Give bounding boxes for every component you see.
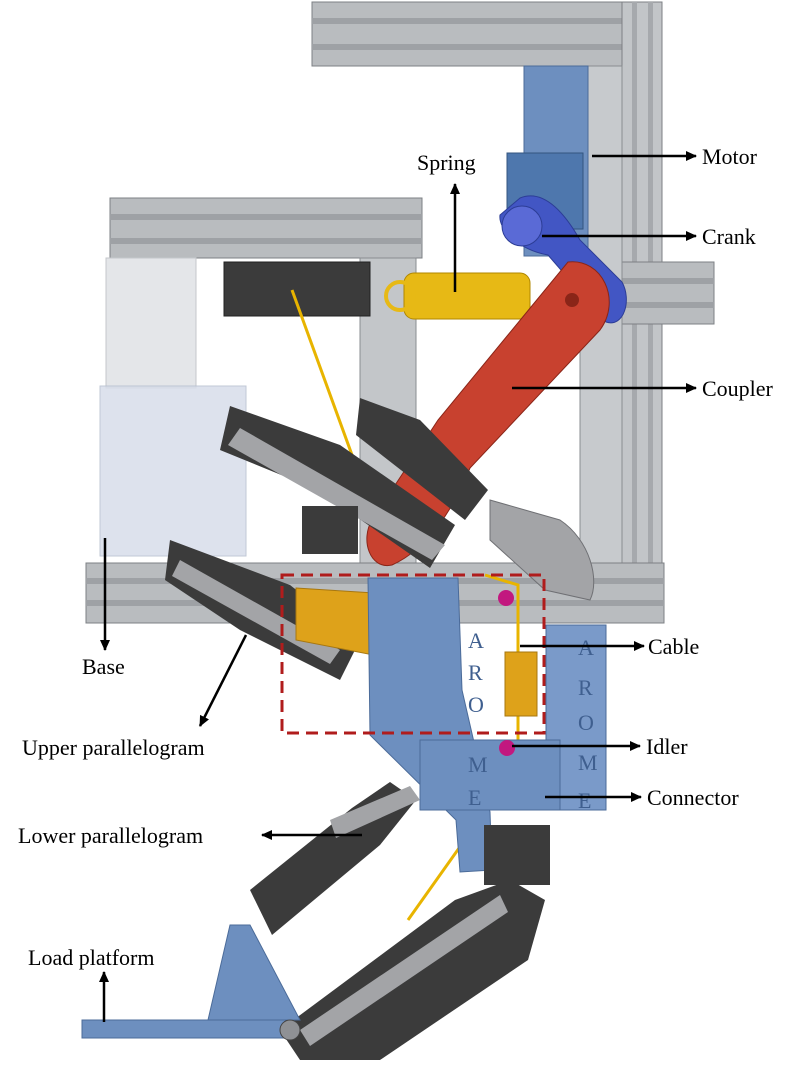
- platform-joint: [279, 1019, 301, 1041]
- lower-parallelogram: [250, 782, 550, 1060]
- label-load-platform: Load platform: [28, 945, 154, 970]
- label-crank: Crank: [702, 224, 756, 249]
- plate-letter-a: A: [468, 628, 484, 653]
- rear-letter-a: A: [578, 635, 594, 660]
- upper-left-rail: [109, 197, 423, 259]
- label-motor: Motor: [702, 144, 758, 169]
- idler-upper: [498, 590, 514, 606]
- label-coupler: Coupler: [702, 376, 774, 401]
- rear-letter-e: E: [578, 788, 591, 813]
- gear: [504, 651, 538, 717]
- load-platform-bracket: [207, 924, 301, 1021]
- connector-bracket: [419, 739, 561, 811]
- upper-parallelogram: [165, 398, 488, 680]
- left-ghost-post: [105, 257, 197, 389]
- label-spring: Spring: [417, 150, 476, 175]
- label-base: Base: [82, 654, 125, 679]
- label-cable: Cable: [648, 634, 699, 659]
- plate-letter-o: O: [468, 692, 484, 717]
- gear-region-highlight: [280, 573, 546, 735]
- rear-letter-r: R: [578, 675, 593, 700]
- plate-letter-e: E: [468, 785, 481, 810]
- idler-lower: [499, 740, 515, 756]
- label-upper-parallelogram: Upper parallelogram: [22, 735, 205, 760]
- crank-hub: [501, 205, 543, 247]
- plate-letter-m: M: [468, 752, 488, 777]
- upper-parallelogram-arrow: [198, 634, 248, 727]
- load-platform-plate: [81, 1019, 289, 1039]
- rear-letter-o: O: [578, 710, 594, 735]
- label-connector: Connector: [647, 785, 739, 810]
- rear-letter-m: M: [578, 750, 598, 775]
- coupler-top-pin: [565, 293, 579, 307]
- spring: [403, 272, 531, 320]
- label-idler: Idler: [646, 734, 688, 759]
- spring-end-hook: [384, 280, 416, 312]
- side-link: [489, 499, 595, 601]
- plate-letter-r: R: [468, 660, 483, 685]
- top-rail: [311, 1, 625, 67]
- base-body: [99, 385, 247, 557]
- label-lower-parallelogram: Lower parallelogram: [18, 823, 203, 848]
